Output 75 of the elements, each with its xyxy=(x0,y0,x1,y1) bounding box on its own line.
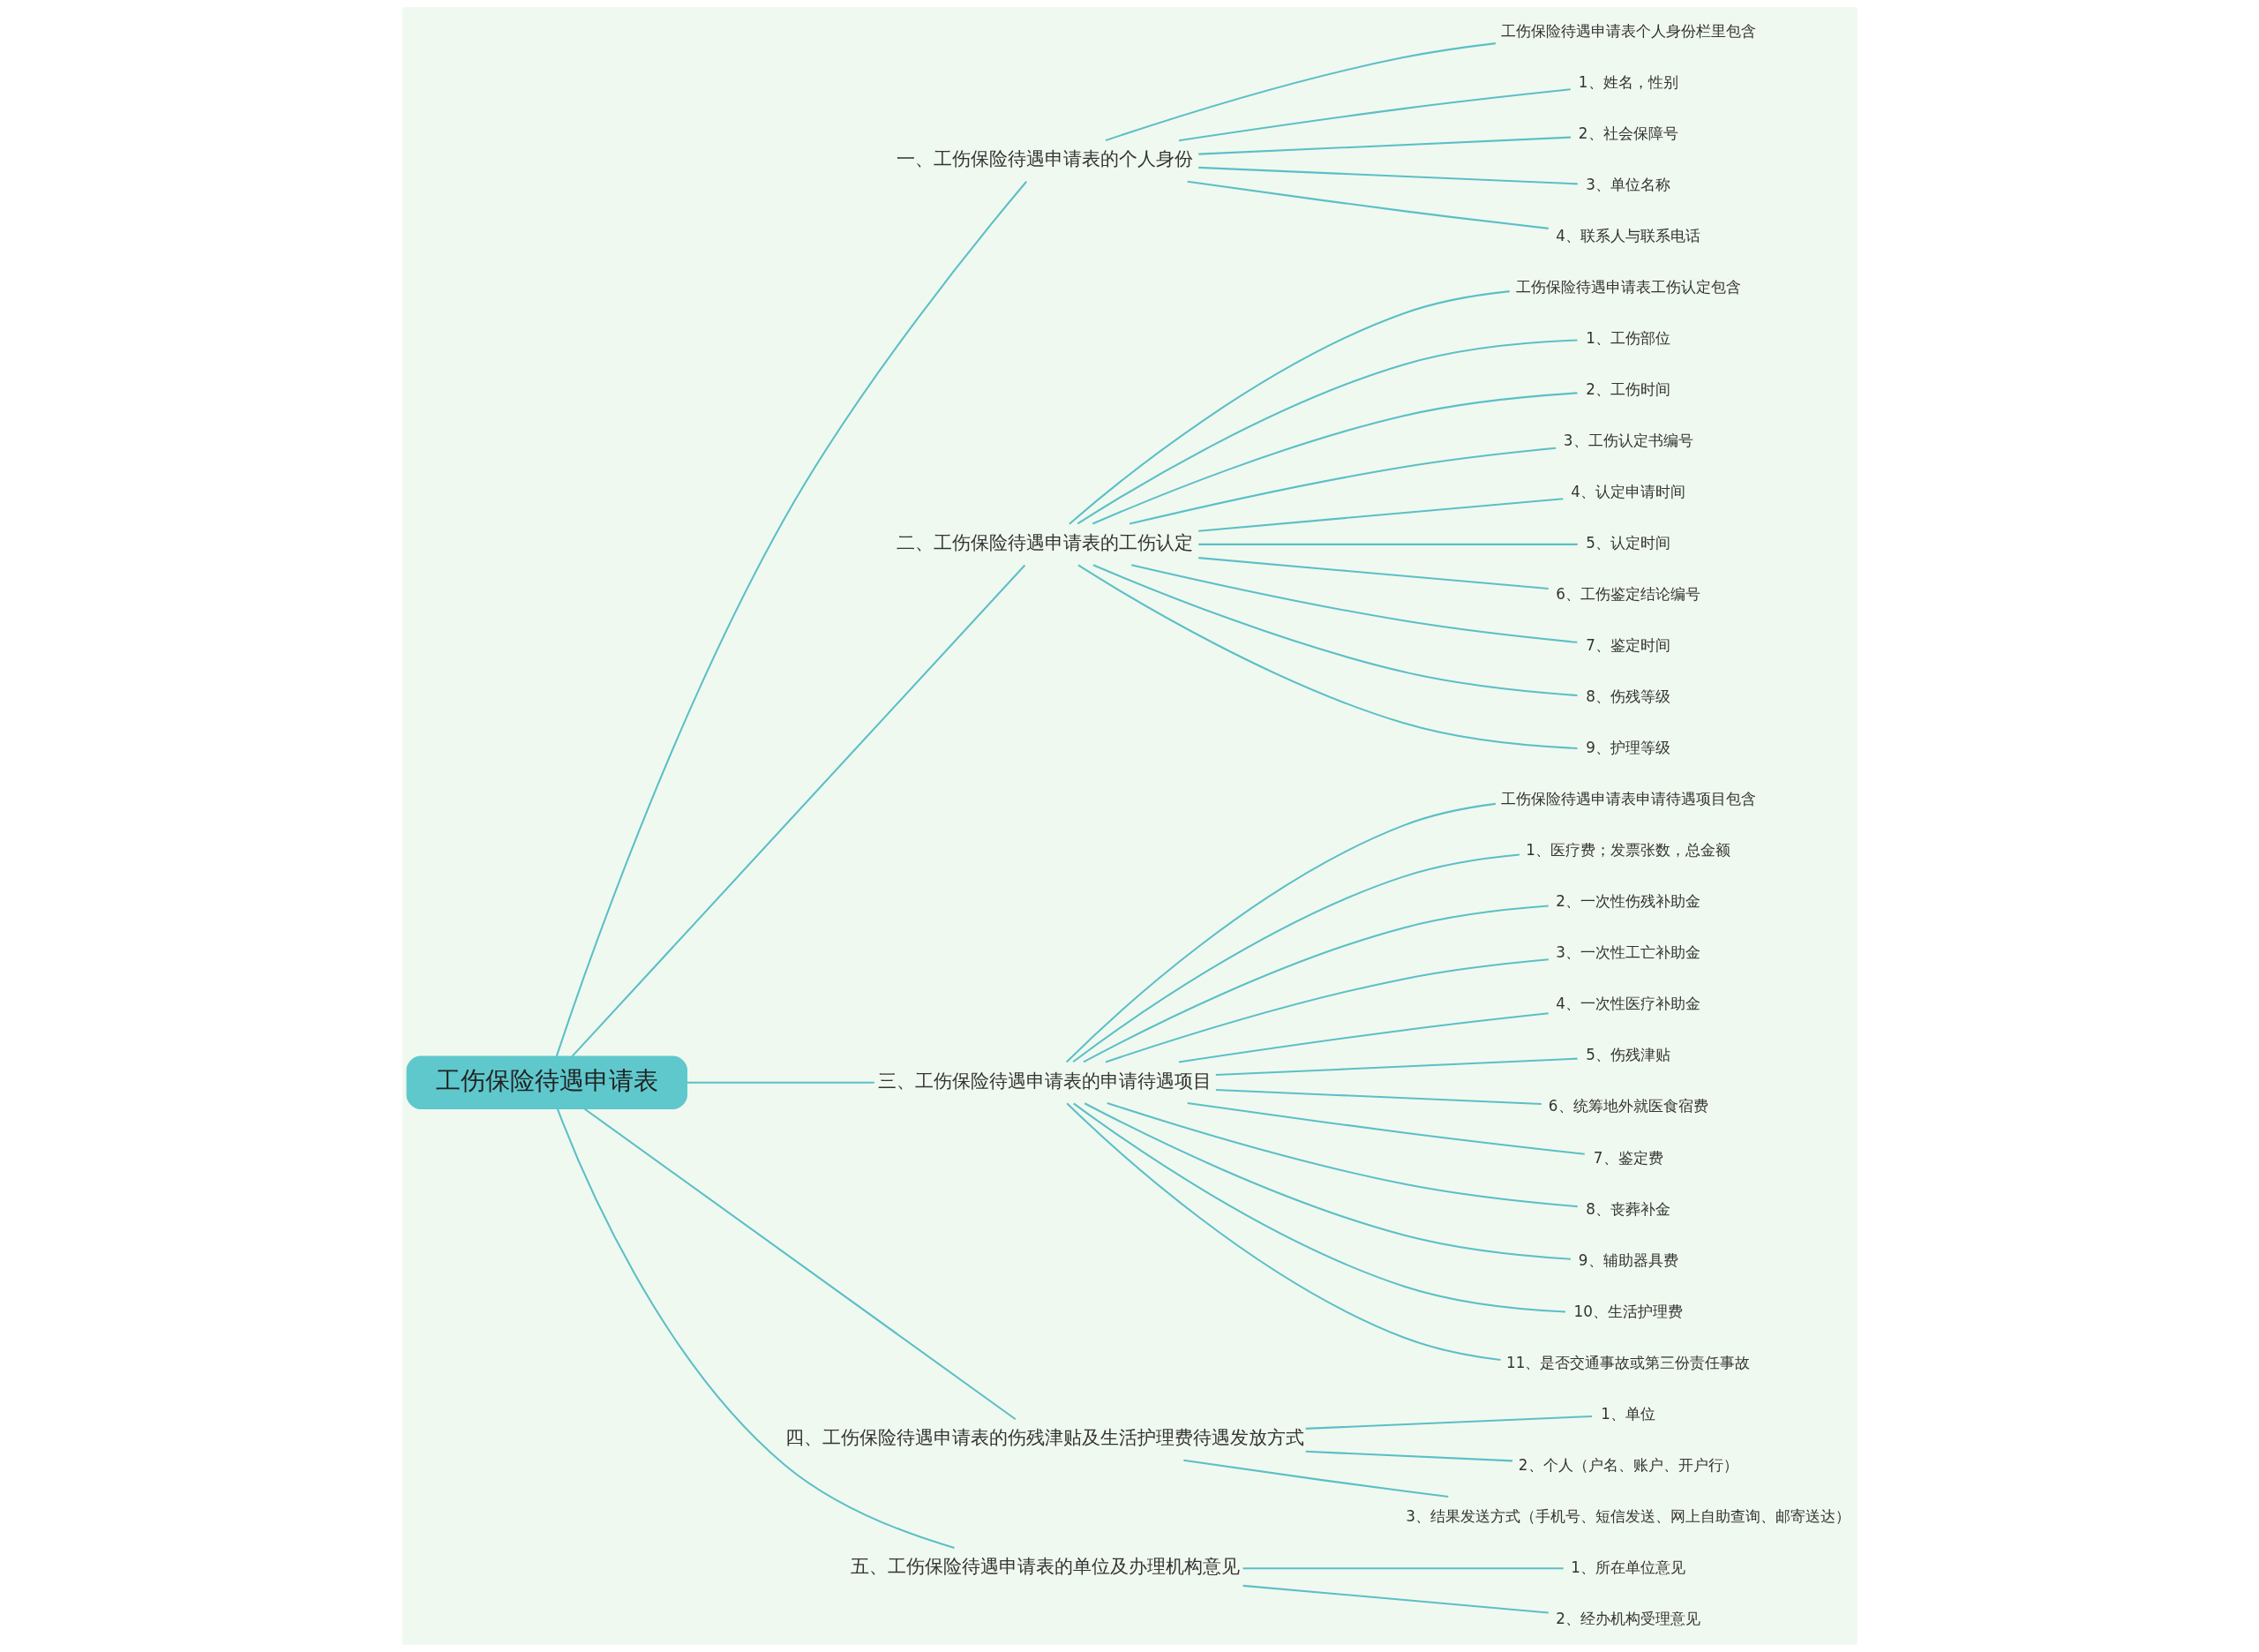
node-text: 2、工伤时间 xyxy=(1585,380,1670,399)
connector xyxy=(1072,1102,1565,1313)
connector xyxy=(1077,564,1577,749)
node-text: 2、社会保障号 xyxy=(1578,124,1678,143)
node-text: 工伤保险待遇申请表个人身份栏里包含 xyxy=(1500,22,1756,41)
node-text: 5、认定时间 xyxy=(1585,534,1670,552)
node-text: 5、伤残津贴 xyxy=(1585,1046,1670,1064)
connector xyxy=(1092,392,1577,525)
node-text: 2、一次性伤残补助金 xyxy=(1555,892,1700,911)
connector xyxy=(583,1108,1016,1421)
node-text: 1、单位 xyxy=(1600,1404,1655,1423)
connector xyxy=(1242,1584,1549,1614)
node-text: 8、丧葬补金 xyxy=(1585,1199,1670,1218)
node-text: 10、生活护理费 xyxy=(1573,1302,1683,1320)
connector xyxy=(1105,42,1496,142)
node-text: 一、工伤保险待遇申请表的个人身份 xyxy=(896,148,1193,170)
node-text: 9、护理等级 xyxy=(1585,739,1670,757)
connector xyxy=(571,564,1025,1057)
connector xyxy=(1305,1415,1592,1430)
node-text: 4、联系人与联系电话 xyxy=(1555,227,1700,245)
node-text: 9、辅助器具费 xyxy=(1578,1250,1678,1269)
connector xyxy=(1092,564,1578,697)
node-text: 2、个人（户名、账户、开户行） xyxy=(1518,1455,1738,1474)
connector xyxy=(1215,1089,1542,1105)
node-text: 6、统筹地外就医食宿费 xyxy=(1548,1097,1708,1115)
connector xyxy=(556,1108,955,1549)
connector xyxy=(1178,88,1571,142)
node-text: 1、工伤部位 xyxy=(1585,329,1670,348)
connector xyxy=(1106,1101,1578,1208)
node-text: 6、工伤鉴定结论编号 xyxy=(1555,585,1700,604)
connector xyxy=(1215,1057,1578,1077)
node-text: 三、工伤保险待遇申请表的申请待遇项目 xyxy=(877,1070,1212,1092)
node-text: 4、认定申请时间 xyxy=(1570,483,1685,501)
connector xyxy=(1084,1102,1571,1260)
node-text: 工伤保险待遇申请表工伤认定包含 xyxy=(1515,278,1741,297)
node-text: 11、是否交通事故或第三份责任事故 xyxy=(1505,1353,1750,1371)
node-text: 1、医疗费；发票张数，总金额 xyxy=(1525,841,1730,860)
node-text: 7、鉴定时间 xyxy=(1585,636,1670,655)
connector xyxy=(1072,853,1520,1063)
node-text: 3、结果发送方式（手机号、短信发送、网上自助查询、邮寄送达） xyxy=(1405,1506,1850,1525)
connector xyxy=(1129,447,1556,525)
connector xyxy=(1187,180,1549,229)
connector xyxy=(1197,136,1571,155)
connector xyxy=(1130,564,1577,643)
node-text: 工伤保险待遇申请表申请待遇项目包含 xyxy=(1500,790,1756,808)
node-text: 7、鉴定费 xyxy=(1593,1148,1663,1167)
connector xyxy=(1178,1012,1549,1063)
connector xyxy=(1197,498,1563,532)
connector xyxy=(555,181,1027,1057)
connector xyxy=(1197,557,1549,590)
connector xyxy=(1068,290,1510,525)
node-text: 4、一次性医疗补助金 xyxy=(1555,995,1700,1013)
connector xyxy=(1105,958,1549,1063)
node-box: 工伤保险待遇申请表 xyxy=(406,1055,687,1110)
connector xyxy=(1305,1450,1512,1462)
node-text: 五、工伤保险待遇申请表的单位及办理机构意见 xyxy=(850,1556,1240,1578)
connector xyxy=(686,1081,874,1084)
connector xyxy=(1077,339,1577,525)
connector xyxy=(1182,1459,1448,1498)
connector xyxy=(1242,1567,1564,1570)
connector xyxy=(1065,1102,1501,1362)
node-text: 1、所在单位意见 xyxy=(1570,1558,1685,1576)
node-text: 1、姓名，性别 xyxy=(1578,73,1678,92)
node-text: 二、工伤保险待遇申请表的工伤认定 xyxy=(896,531,1193,553)
node-text: 8、伤残等级 xyxy=(1585,687,1670,706)
node-text: 3、一次性工亡补助金 xyxy=(1555,943,1700,962)
node-text: 3、单位名称 xyxy=(1585,176,1670,194)
node-text: 2、经办机构受理意见 xyxy=(1555,1609,1700,1627)
node-text: 四、工伤保险待遇申请表的伤残津贴及生活护理费待遇发放方式 xyxy=(784,1427,1304,1449)
connector xyxy=(1082,905,1549,1063)
connector xyxy=(1197,166,1578,185)
node-text: 3、工伤认定书编号 xyxy=(1563,432,1693,450)
connector xyxy=(1065,802,1496,1063)
connector xyxy=(1187,1102,1585,1155)
connector xyxy=(1197,543,1578,545)
